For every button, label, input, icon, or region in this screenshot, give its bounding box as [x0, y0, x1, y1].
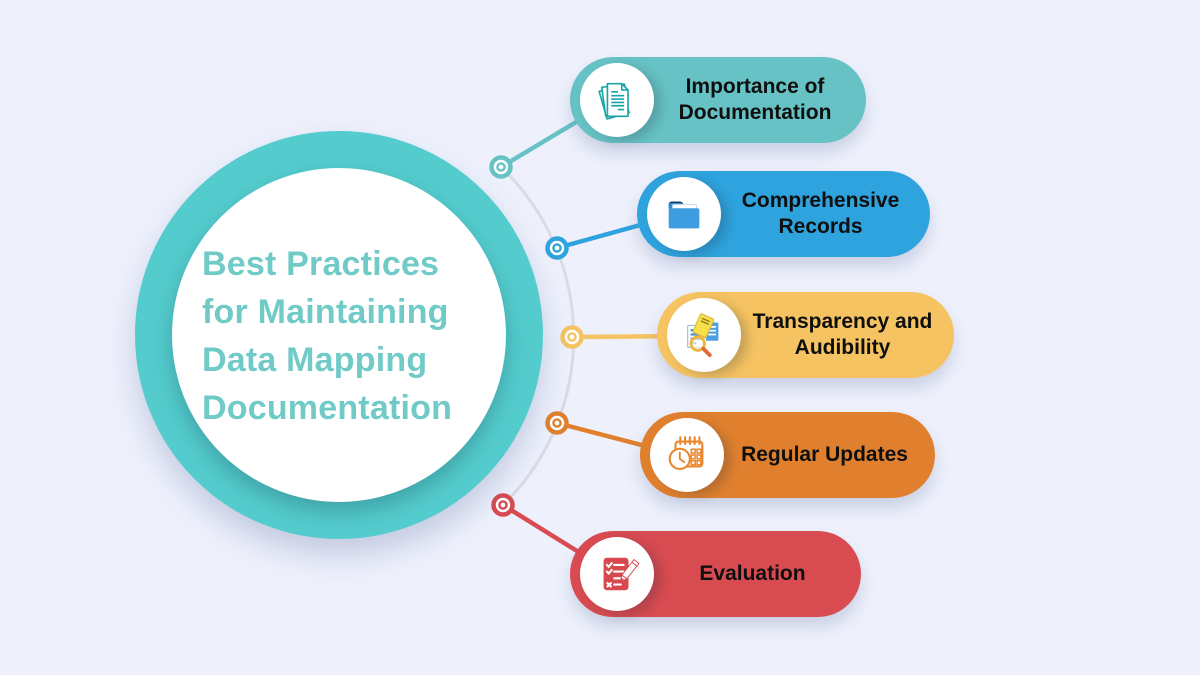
document-search-icon [667, 298, 741, 372]
item-label: Comprehensive Records [741, 189, 900, 238]
title-line-3: Data Mapping [202, 341, 428, 379]
item-label: Regular Updates [741, 443, 908, 466]
item-label: Transparency and Audibility [752, 310, 933, 359]
item-pill-evaluation: Evaluation [570, 531, 861, 617]
item-label: Importance of Documentation [678, 75, 832, 124]
item-pill-comprehensive-records: Comprehensive Records [637, 171, 930, 257]
item-pill-importance-of-documentation: Importance of Documentation [570, 57, 866, 143]
title-line-1: Best Practices [202, 245, 440, 283]
calendar-clock-icon [650, 418, 724, 492]
title-line-2: for Maintaining [202, 293, 449, 331]
folder-icon [647, 177, 721, 251]
item-label: Evaluation [699, 562, 806, 585]
documents-stack-icon [580, 63, 654, 137]
item-pill-regular-updates: Regular Updates [640, 412, 935, 498]
title-line-4: Documentation [202, 389, 453, 427]
main-title: Best Practices for Maintaining Data Mapp… [202, 240, 502, 432]
checklist-pencil-icon [580, 537, 654, 611]
item-pill-transparency-and-audibility: Transparency and Audibility [657, 292, 954, 378]
